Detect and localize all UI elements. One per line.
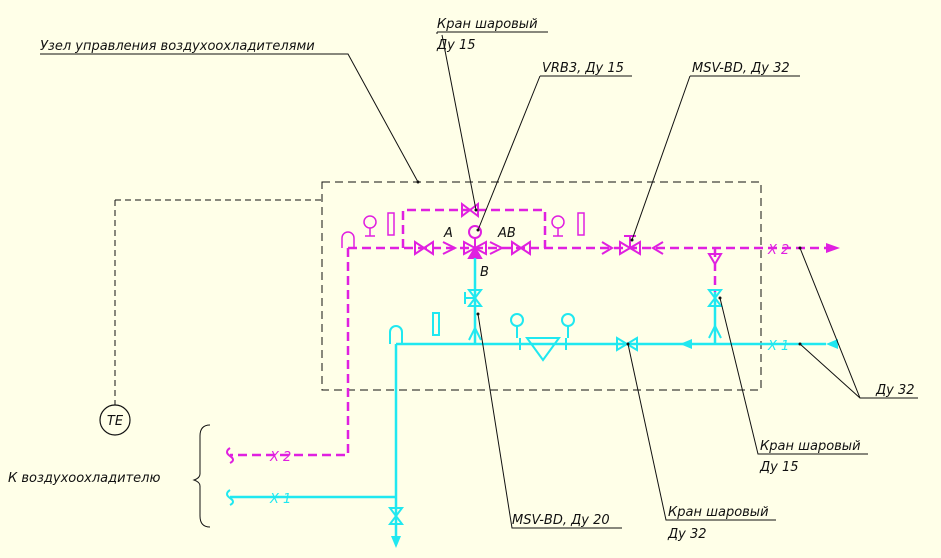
dn32-right-label: Ду 32: [875, 383, 915, 398]
vrb3-label: VRB3, Ду 15: [542, 61, 624, 76]
air-vent-icon: [341, 231, 355, 248]
ball-valve-icon: [467, 289, 483, 307]
x2-outlet-arrow: [826, 243, 840, 253]
ball-valve-icon: [616, 336, 638, 352]
check-valve-icon: [651, 241, 664, 255]
air-vent-icon: [389, 325, 403, 344]
check-valve-icon: [601, 241, 614, 255]
ball-valve-right-label: Кран шаровый: [760, 439, 861, 454]
ball-valve-right-dn: Ду 15: [759, 460, 799, 475]
x1-connection-end: [226, 489, 234, 506]
ball-valve-bottom-dn: Ду 32: [667, 527, 707, 542]
thermometer-icon: [387, 212, 395, 236]
thermometer-icon: [577, 212, 585, 236]
flow-arrow-icon: [391, 536, 401, 548]
check-valve-icon: [489, 241, 505, 255]
port-ab-label: AB: [497, 226, 516, 241]
x2-connection-end: [226, 447, 234, 464]
three-way-valve-vrb3: [463, 225, 487, 259]
control-unit-boundary: [321, 181, 762, 391]
ball-valve-top-label: Кран шаровый: [437, 17, 538, 32]
pressure-gauge-icon: [510, 313, 524, 327]
te-label: TE: [107, 414, 124, 429]
ball-valve-icon: [707, 289, 723, 307]
port-a-label: A: [443, 226, 453, 241]
control-unit-label: Узел управления воздухоохладителями: [40, 39, 315, 54]
pressure-gauge-icon: [363, 215, 377, 229]
x2-left-label: X 2: [269, 450, 291, 465]
ball-valve-bottom-label: Кран шаровый: [668, 505, 769, 520]
thermometer-icon: [432, 312, 440, 336]
msv-bd-32-label: MSV-BD, Ду 32: [692, 61, 790, 76]
msv-bd-20-label: MSV-BD, Ду 20: [512, 513, 610, 528]
check-valve-icon: [442, 241, 458, 255]
supply-line-x2: [230, 208, 828, 457]
strainer-icon: [525, 337, 561, 362]
return-line-x1: [230, 258, 826, 540]
ball-valve-icon: [511, 240, 531, 256]
check-valve-icon: [708, 323, 722, 339]
check-valve-icon: [468, 325, 482, 341]
x1-left-label: X 1: [269, 492, 291, 507]
to-cooler-label: К воздухоохладителю: [8, 471, 160, 486]
ball-valve-icon: [388, 507, 404, 525]
check-valve-icon: [707, 253, 723, 266]
return-valves: [388, 289, 723, 525]
supply-instruments: [341, 212, 585, 248]
pressure-gauge-icon: [551, 215, 565, 229]
supply-valves: [414, 202, 723, 266]
bypass-ball-valve-icon: [461, 202, 479, 218]
x1-right-label: X 1: [767, 339, 789, 354]
x1-inlet-arrow: [826, 339, 838, 349]
pressure-gauge-icon: [561, 313, 575, 327]
port-b-label: B: [480, 265, 489, 280]
ball-valve-top-dn: Ду 15: [436, 38, 476, 53]
flow-arrow-icon: [680, 339, 692, 349]
temperature-sensor-icon: [99, 404, 131, 436]
x2-right-label: X 2: [767, 243, 789, 258]
balancing-valve-icon: [619, 240, 641, 256]
ball-valve-icon: [414, 240, 434, 256]
annotation-leaders: [40, 31, 918, 529]
